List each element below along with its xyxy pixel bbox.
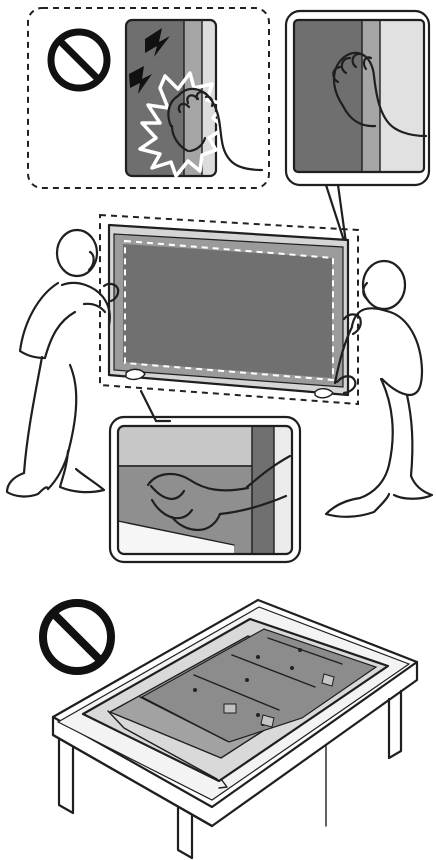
top-left-callout [28, 8, 269, 188]
left-person [7, 230, 118, 496]
underside-grip-panel [118, 426, 292, 554]
bottom-callout [110, 391, 300, 562]
prohibited-icon [51, 32, 107, 88]
shock-panel [126, 20, 216, 176]
right-hand-marker [315, 389, 333, 398]
correct-grip-panel [294, 20, 424, 172]
prohibited-icon [43, 603, 111, 671]
top-right-callout [286, 11, 429, 250]
